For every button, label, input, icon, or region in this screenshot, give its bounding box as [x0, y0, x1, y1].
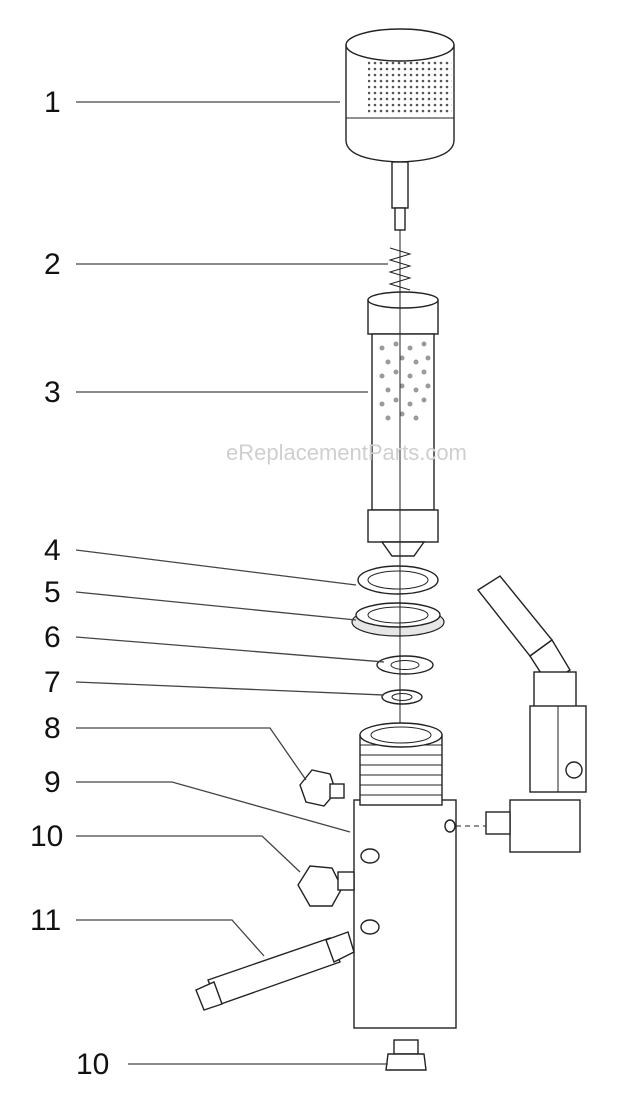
watermark-text: eReplacementParts.com	[226, 440, 467, 465]
callout-9: 9	[44, 766, 61, 799]
part-4-ring[interactable]	[357, 565, 439, 595]
callout-6: 6	[44, 621, 61, 654]
callout-5: 5	[44, 576, 61, 609]
part-8-plug[interactable]	[299, 769, 345, 807]
part-3-filter-element[interactable]	[367, 291, 439, 557]
part-9-manifold-body[interactable]	[353, 722, 457, 1029]
part-7-washer[interactable]	[381, 689, 423, 705]
part-11-nipple-fitting[interactable]	[195, 931, 355, 1011]
part-1-knurled-cap[interactable]	[345, 28, 455, 231]
filter-perforations	[379, 341, 431, 421]
callout-10-bottom: 10	[76, 1048, 109, 1081]
callout-11: 11	[30, 904, 61, 937]
callout-10-side: 10	[30, 820, 63, 853]
leader-lines	[75, 101, 388, 1065]
part-10-hex-plug-bottom[interactable]	[385, 1039, 427, 1071]
callout-8: 8	[44, 712, 61, 745]
callout-4: 4	[44, 534, 61, 567]
part-6-washer[interactable]	[376, 655, 434, 675]
part-5-gasket[interactable]	[351, 602, 445, 637]
part-10-hex-plug-side[interactable]	[297, 865, 355, 907]
callout-labels: 1 2 3 4 5 6 7 8 9 10 11 10	[30, 86, 109, 1081]
callout-7: 7	[44, 666, 61, 699]
callout-2: 2	[44, 248, 61, 281]
shutoff-valve-assembly[interactable]	[456, 575, 587, 853]
callout-1: 1	[44, 86, 61, 119]
callout-3: 3	[44, 376, 61, 409]
